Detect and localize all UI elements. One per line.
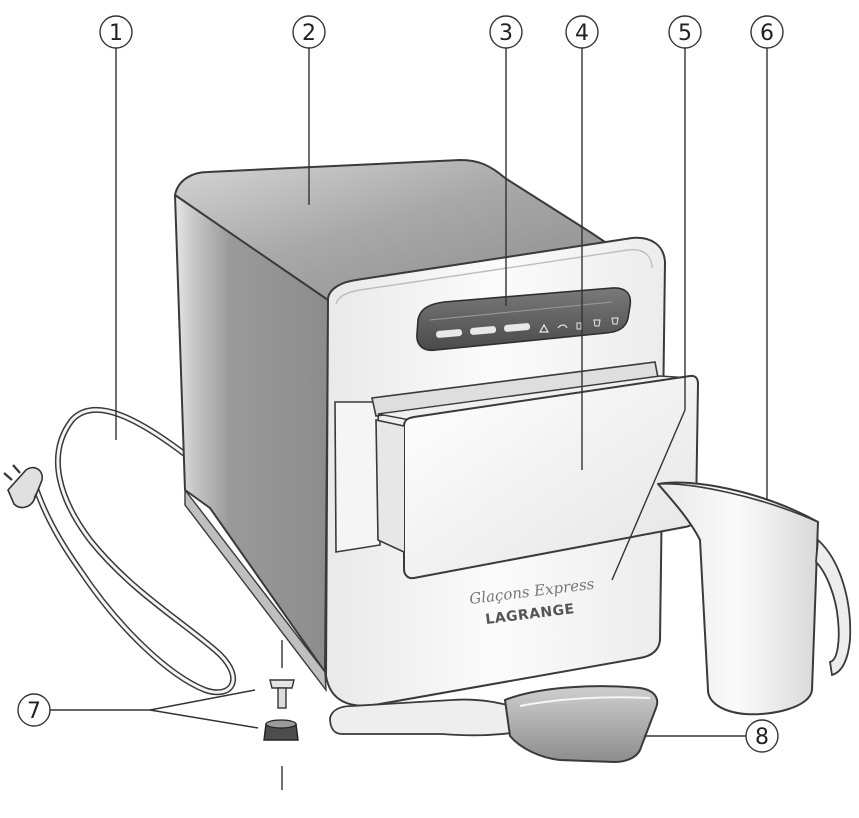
- callout-3: 3: [489, 15, 523, 49]
- callout-1: 1: [99, 15, 133, 49]
- callout-label-6: 6: [760, 21, 774, 46]
- ice-full-indicator-icon: [576, 322, 582, 330]
- callout-7: 7: [17, 693, 51, 727]
- callout-6: 6: [750, 15, 784, 49]
- cycle-indicator-icon: [557, 324, 568, 329]
- leader-lines: [48, 48, 768, 737]
- adjustable-foot-bolt: [269, 640, 295, 709]
- callout-label-5: 5: [678, 21, 692, 46]
- power-button: [436, 329, 463, 338]
- callout-label-2: 2: [302, 21, 316, 46]
- water-indicator-icon: [593, 319, 601, 327]
- size-button: [470, 326, 497, 335]
- plug-icon: [3, 464, 44, 509]
- callout-label-8: 8: [755, 725, 769, 750]
- select-button: [504, 323, 531, 332]
- adjustable-foot-nut: [263, 719, 299, 790]
- ice-scoop: [329, 685, 659, 764]
- ice-maker-body: [174, 159, 666, 707]
- power-cord: [29, 407, 237, 696]
- callout-8: 8: [745, 719, 779, 753]
- callout-label-1: 1: [109, 21, 123, 46]
- ice-drawer: [371, 361, 700, 580]
- callout-label-3: 3: [499, 21, 513, 46]
- callout-label-7: 7: [27, 699, 41, 724]
- callout-2: 2: [292, 15, 326, 49]
- control-panel: [416, 287, 632, 352]
- cube-size-indicator-icon: [611, 317, 619, 325]
- measuring-jug: [657, 481, 852, 716]
- warning-indicator-icon: [538, 323, 550, 333]
- callout-label-4: 4: [575, 21, 589, 46]
- callout-4: 4: [565, 15, 599, 49]
- callout-5: 5: [668, 15, 702, 49]
